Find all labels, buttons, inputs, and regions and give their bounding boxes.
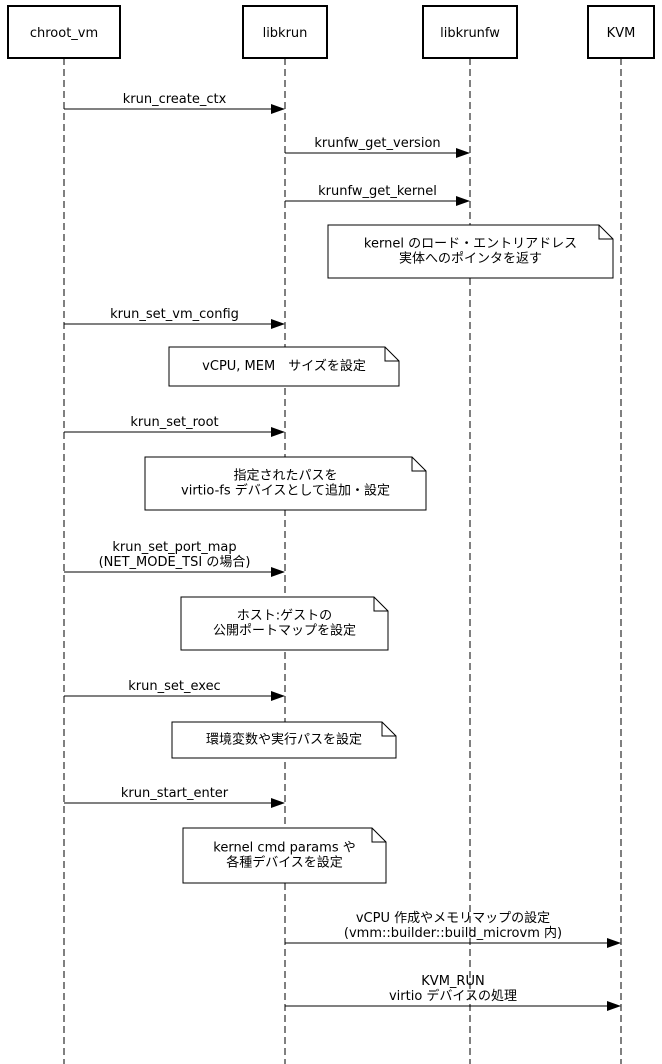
message-label: krunfw_get_version [314,136,440,151]
message-krun-set-exec: krun_set_exec [64,679,285,701]
message-krun-set-root: krun_set_root [64,415,285,437]
participant-box [242,5,328,59]
note-box [144,456,427,511]
note-fold [384,347,399,362]
note-box [327,224,614,279]
message-label: krun_set_vm_config [110,307,239,322]
participant-label: chroot_vm [30,26,98,41]
note-text: virtio-fs デバイスとして追加・設定 [181,483,390,499]
message-label: krun_set_port_map [112,540,236,555]
participant-libkrun: libkrun [242,5,328,59]
note-text: kernel cmd params や [213,841,355,856]
message-krun-set-port-map: krun_set_port_map(NET_MODE_TSI の場合) [64,540,285,577]
note-text: ホスト:ゲストの [237,609,332,624]
message-label: krun_set_exec [128,679,220,694]
message-label: vCPU 作成やメモリマップの設定 [356,910,550,926]
note-fold [373,597,388,612]
note-text: 各種デバイスを設定 [226,855,343,871]
message-krun-set-vm-config: krun_set_vm_config [64,307,285,329]
note-fold [411,457,426,472]
message-krun-create-ctx: krun_create_ctx [64,92,285,114]
participant-box [587,5,655,59]
note-box [168,346,400,387]
note-box [171,721,397,759]
note-text: 実体へのポインタを返す [399,251,542,267]
participant-kvm: KVM [587,5,655,59]
participant-libkrunfw: libkrunfw [422,5,518,59]
message-vcpu-: vCPU 作成やメモリマップの設定(vmm::builder::build_mi… [285,910,621,948]
note-fold [598,225,613,240]
message-label: KVM_RUN [421,974,484,989]
note-box [180,596,389,651]
note-text: vCPU, MEM サイズを設定 [202,358,366,374]
note-fold [381,722,396,737]
participant-box [7,5,121,59]
note-text: 環境変数や実行パスを設定 [206,732,362,748]
message-label: virtio デバイスの処理 [389,988,517,1004]
message-label: krunfw_get_kernel [318,184,437,199]
participant-box [422,5,518,59]
message-label: krun_start_enter [121,786,229,801]
message-label: (vmm::builder::build_microvm 内) [344,925,562,941]
participant-chroot_vm: chroot_vm [7,5,121,59]
participant-label: libkrun [263,26,308,41]
note-libkrun: vCPU, MEM サイズを設定 [168,346,400,387]
message-label: krun_set_root [130,415,218,430]
message-krun-start-enter: krun_start_enter [64,786,285,808]
note-box [182,827,387,884]
participant-label: libkrunfw [440,26,500,41]
message-label: (NET_MODE_TSI の場合) [99,555,251,570]
note-text: 公開ポートマップを設定 [213,623,356,639]
message-krunfw-get-kernel: krunfw_get_kernel [285,184,470,206]
message-label: krun_create_ctx [123,92,227,107]
note-text: 指定されたパスを [233,469,337,484]
note-text: kernel のロード・エントリアドレス [364,237,577,252]
participant-label: KVM [607,26,636,41]
message-krunfw-get-version: krunfw_get_version [285,136,470,158]
note-libkrun: 環境変数や実行パスを設定 [171,721,397,759]
note-fold [371,828,386,843]
